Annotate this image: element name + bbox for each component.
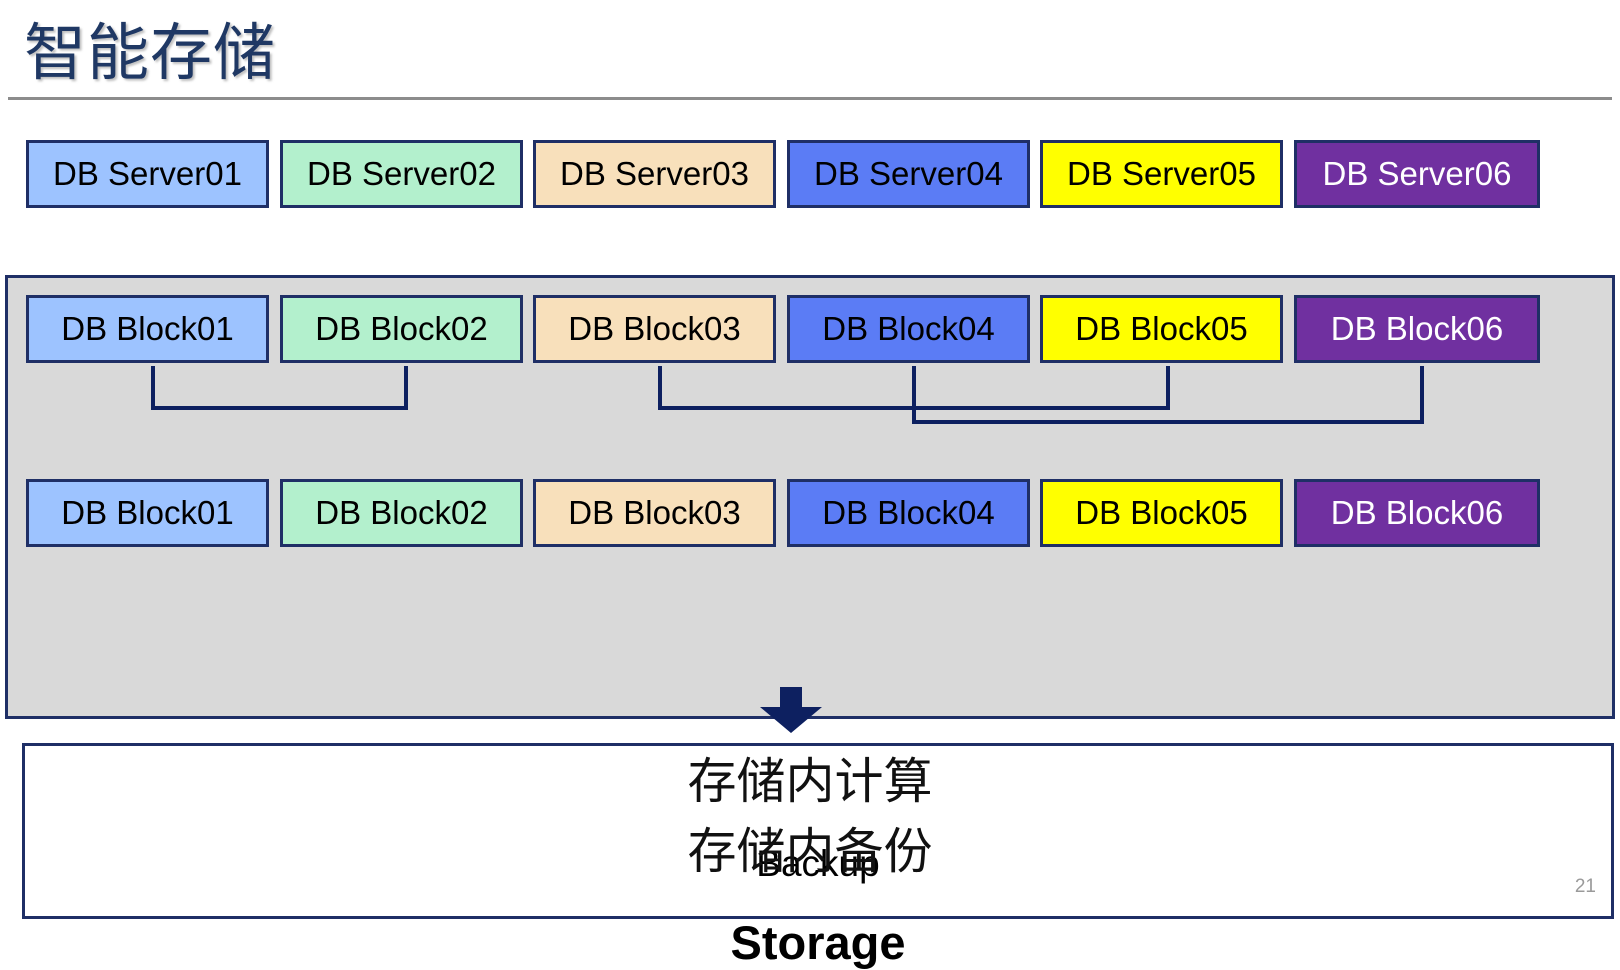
db-block-primary-label: DB Block04 [822, 310, 995, 347]
connector-block04-block06-left-stem [912, 366, 916, 420]
db-block-backup-1[interactable]: DB Block01 [26, 479, 269, 547]
db-block-backup-5[interactable]: DB Block05 [1040, 479, 1283, 547]
connector-block01-block02-left-stem [151, 366, 155, 406]
db-block-backup-label: DB Block06 [1330, 494, 1504, 531]
db-server-label: DB Server03 [560, 155, 749, 192]
footer-line-2: 存储内备份 [687, 825, 933, 879]
db-block-primary-label: DB Block06 [1330, 310, 1504, 347]
db-block-primary-label: DB Block01 [61, 310, 234, 347]
db-block-backup-2[interactable]: DB Block02 [280, 479, 523, 547]
db-block-primary-label: DB Block05 [1075, 310, 1248, 347]
connector-block01-block02-bridge [151, 406, 408, 410]
db-server-label: DB Server01 [53, 155, 242, 192]
db-block-backup-label: DB Block03 [568, 494, 741, 531]
db-block-primary-1[interactable]: DB Block01 [26, 295, 269, 363]
db-server-2[interactable]: DB Server02 [280, 140, 523, 208]
page-number: 21 [1574, 876, 1596, 897]
db-block-backup-label: DB Block02 [315, 494, 488, 531]
db-block-backup-4[interactable]: DB Block04 [787, 479, 1030, 547]
db-block-backup-label: DB Block05 [1075, 494, 1248, 531]
connector-block04-block06-bridge [912, 420, 1424, 424]
connector-block01-block02-right-stem [404, 366, 408, 406]
db-server-label: DB Server06 [1322, 155, 1512, 192]
db-server-label: DB Server02 [307, 155, 496, 192]
title-divider [8, 97, 1612, 100]
db-server-label: DB Server04 [814, 155, 1003, 192]
db-server-6[interactable]: DB Server06 [1294, 140, 1540, 208]
db-block-primary-4[interactable]: DB Block04 [787, 295, 1030, 363]
db-block-backup-label: DB Block04 [822, 494, 995, 531]
db-server-1[interactable]: DB Server01 [26, 140, 269, 208]
connector-block03-block05-left-stem [658, 366, 662, 406]
db-server-3[interactable]: DB Server03 [533, 140, 776, 208]
footer-line-1: 存储内计算 [687, 755, 933, 809]
db-block-primary-5[interactable]: DB Block05 [1040, 295, 1283, 363]
backup-panel [22, 743, 1614, 919]
db-block-primary-label: DB Block03 [568, 310, 741, 347]
db-server-4[interactable]: DB Server04 [787, 140, 1030, 208]
db-block-backup-label: DB Block01 [61, 494, 234, 531]
db-block-backup-3[interactable]: DB Block03 [533, 479, 776, 547]
db-block-backup-6[interactable]: DB Block06 [1294, 479, 1540, 547]
replication-down-arrow [760, 687, 822, 733]
backup-label: Backup [756, 843, 880, 884]
storage-label: Storage [730, 916, 906, 969]
connector-block03-block05-right-stem [1166, 366, 1170, 406]
db-server-5[interactable]: DB Server05 [1040, 140, 1283, 208]
db-server-label: DB Server05 [1067, 155, 1256, 192]
connector-block04-block06-right-stem [1420, 366, 1424, 420]
page-title: 智能存储 [24, 19, 277, 88]
db-block-primary-label: DB Block02 [315, 310, 488, 347]
db-block-primary-3[interactable]: DB Block03 [533, 295, 776, 363]
db-block-primary-2[interactable]: DB Block02 [280, 295, 523, 363]
db-block-primary-6[interactable]: DB Block06 [1294, 295, 1540, 363]
